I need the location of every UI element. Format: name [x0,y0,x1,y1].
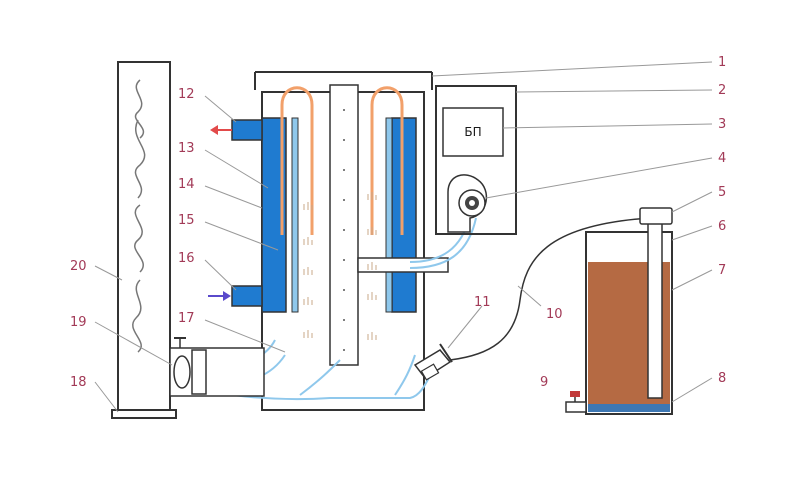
central-column [329,84,359,366]
callout-3: 3 [718,117,726,132]
lens-19 [173,355,191,389]
callout-1: 1 [718,55,726,70]
callout-6: 6 [718,219,726,234]
callout-4: 4 [718,151,726,166]
callout-7: 7 [718,263,726,278]
callout-15: 15 [178,213,195,228]
callout-11: 11 [474,295,491,310]
arrow-in-icon [208,291,231,301]
callout-2: 2 [718,83,726,98]
column-20 [117,61,171,415]
callout-10: 10 [546,307,563,322]
water-jacket-right [391,117,417,313]
callout-19: 19 [70,315,87,330]
callout-12: 12 [178,87,195,102]
power-unit-label: БП [464,125,481,139]
heater-left [280,86,314,235]
callout-labels: 1 2 3 4 5 6 7 8 9 10 11 12 13 14 15 16 1… [70,55,726,390]
power-box-2 [435,85,517,235]
callout-13: 13 [178,141,195,156]
arrow-out-icon [210,125,232,135]
pump-4 [447,174,488,233]
wire-10 [449,217,651,361]
valve-9 [565,391,587,413]
column-dots [343,109,345,351]
callout-14: 14 [178,177,195,192]
inner-wall-right [385,117,393,313]
base-18 [111,409,177,419]
leader-lines [94,61,713,413]
valve-17 [169,337,265,397]
callout-8: 8 [718,371,726,386]
callout-5: 5 [718,185,726,200]
outlet-pipe-12 [231,119,263,141]
bottom-8 [588,404,670,412]
callout-18: 18 [70,375,87,390]
heater-right [370,86,404,235]
sensor-11 [413,343,453,381]
callout-17: 17 [178,311,195,326]
tube-5 [647,221,663,399]
callout-16: 16 [178,251,195,266]
bubbles [303,192,377,340]
cap-5 [639,207,673,225]
inlet-pipe-16 [231,285,263,307]
power-unit-3 [442,107,504,157]
callout-20: 20 [70,259,87,274]
inner-wall-left [291,117,299,313]
callout-9: 9 [540,375,548,390]
